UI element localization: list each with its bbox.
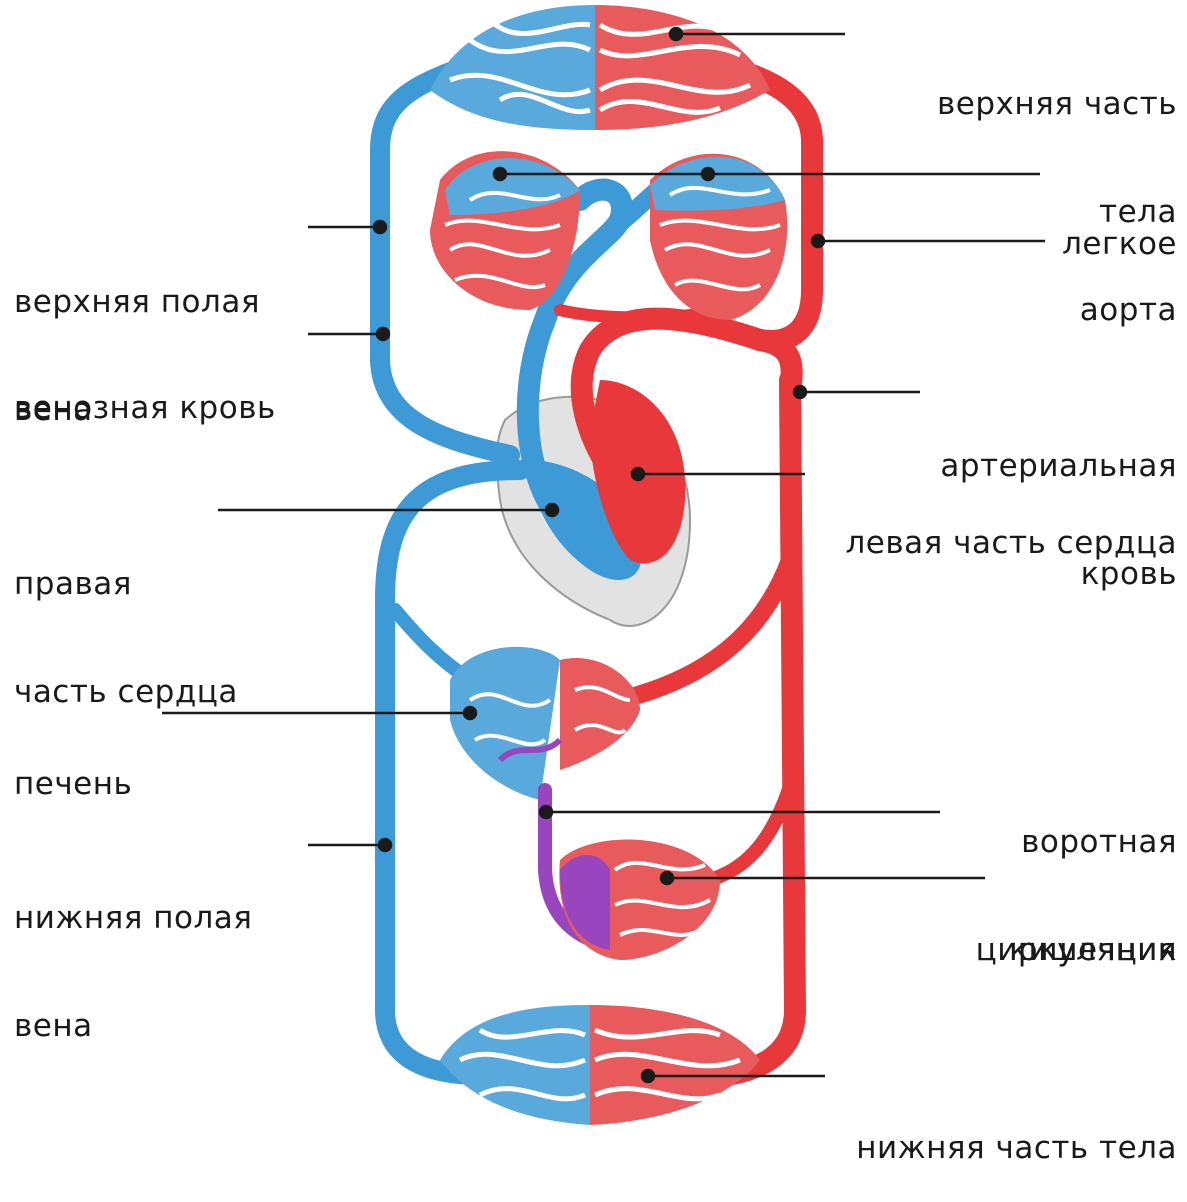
lower-body-capillary-bed: [440, 1005, 760, 1125]
right-lung-capillary-bed: [650, 154, 787, 320]
descending-aorta-vessel: [700, 380, 795, 1078]
upper-body-capillary-bed: [430, 5, 770, 130]
label-aorta: аорта: [1080, 220, 1177, 364]
intestine-capillary-bed: [559, 840, 720, 960]
label-inferior-vena-cava: нижняя полая вена: [14, 828, 252, 1080]
label-venous-blood: венозная кровь: [14, 318, 276, 462]
liver-capillary-bed: [450, 647, 640, 800]
label-lower-body: нижняя часть тела: [856, 1058, 1177, 1202]
aortic-arch-connector: [760, 340, 792, 390]
label-left-heart: левая часть сердца: [845, 453, 1177, 597]
label-intestine: кишечник: [1009, 860, 1177, 1004]
mesenteric-artery-vessel: [710, 780, 792, 880]
circulation-diagram: верхняя часть тела легкое аорта верхняя …: [0, 0, 1187, 1130]
label-liver: печень: [14, 694, 132, 838]
